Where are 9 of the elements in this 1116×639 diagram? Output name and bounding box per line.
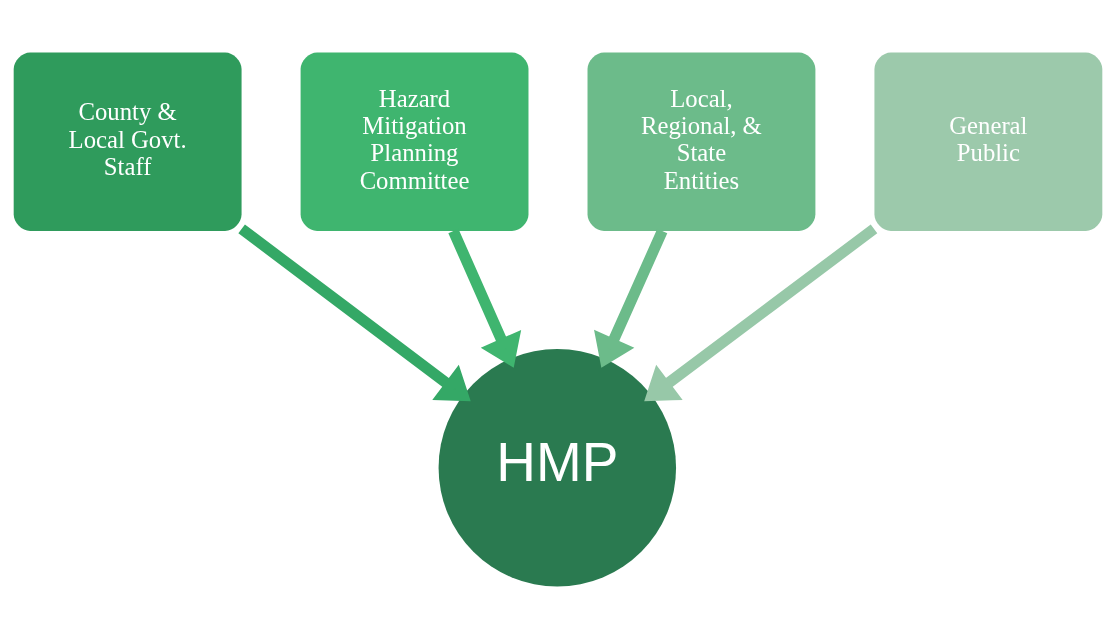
- arrow: [448, 228, 522, 368]
- node-circle: HMP: [438, 349, 677, 587]
- arrow: [594, 228, 668, 368]
- node-box: County & Local Govt. Staff: [13, 52, 242, 231]
- arrow: [238, 224, 471, 402]
- node-box: General Public: [874, 52, 1103, 231]
- node-box: Hazard Mitigation Planning Committee: [300, 52, 529, 231]
- arrow: [644, 224, 878, 402]
- node-box: Local, Regional, & State Entities: [587, 52, 816, 231]
